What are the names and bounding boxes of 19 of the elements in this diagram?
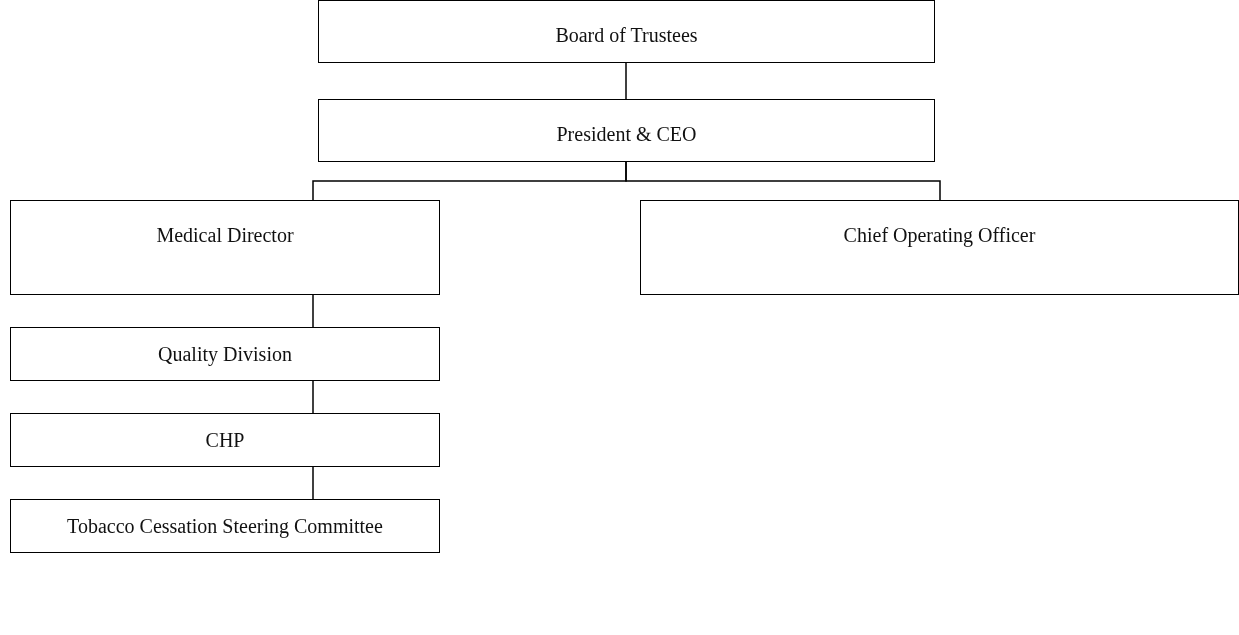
connector-line <box>625 161 941 201</box>
connector-line <box>312 380 314 414</box>
position-title: Tobacco Cessation Steering Committee <box>67 514 383 538</box>
position-title: Medical Director <box>156 223 294 247</box>
org-box <box>10 200 440 295</box>
org-box <box>640 200 1239 295</box>
position-title: Chief Operating Officer <box>843 223 1036 247</box>
org-box <box>10 499 440 553</box>
position-title: Quality Division <box>158 342 292 366</box>
connector-line <box>312 466 314 500</box>
connector-line <box>312 294 314 328</box>
org-box <box>10 413 440 467</box>
org-box <box>318 99 935 162</box>
connector-line <box>625 62 627 100</box>
org-box <box>10 327 440 381</box>
position-title: Board of Trustees <box>555 23 698 47</box>
org-box <box>318 0 935 63</box>
position-title: President & CEO <box>556 122 697 146</box>
position-title: CHP <box>205 428 245 452</box>
